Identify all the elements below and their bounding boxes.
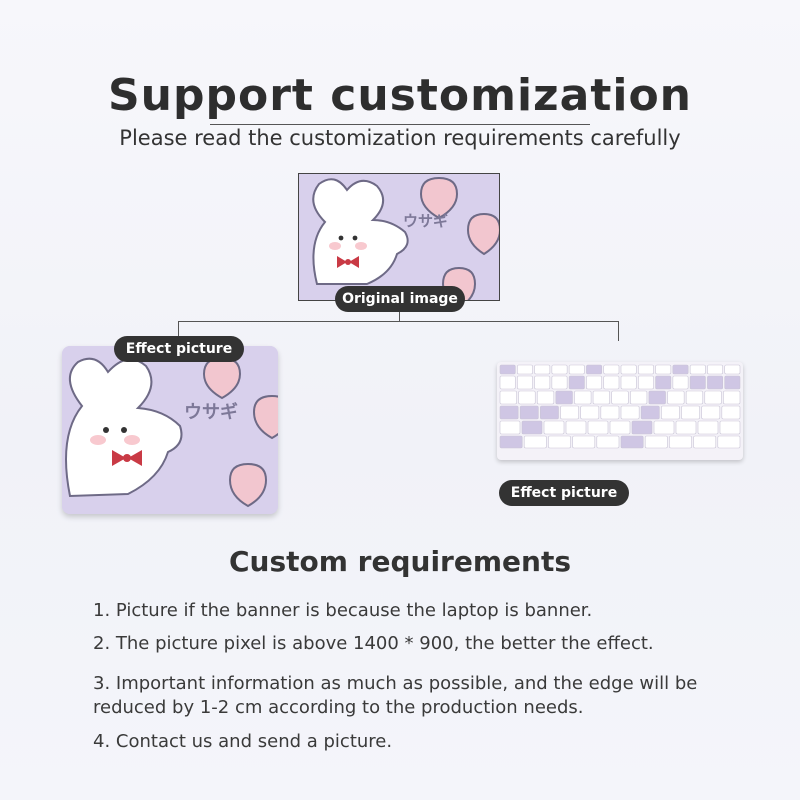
- keyboard-key: [701, 405, 721, 420]
- keyboard-key: [534, 364, 551, 375]
- requirements-title: Custom requirements: [228, 545, 571, 578]
- keyboard-key: [723, 390, 741, 405]
- keyboard-key: [592, 390, 610, 405]
- keyboard-key: [580, 405, 600, 420]
- keyboard-key: [574, 390, 592, 405]
- laptop-bunny-artwork: ウサギ: [62, 346, 278, 514]
- keyboard-key: [523, 435, 547, 449]
- requirement-item-2: 2. The picture pixel is above 1400 * 900…: [93, 633, 654, 654]
- keyboard-key: [540, 405, 559, 420]
- keyboard-key: [675, 420, 697, 435]
- connector-right: [618, 321, 619, 341]
- keyboard-key: [551, 375, 568, 390]
- keyboard-key: [637, 375, 654, 390]
- label-effect-keyboard: Effect picture: [499, 480, 629, 506]
- keyboard-key: [672, 364, 689, 375]
- requirement-item-1: 1. Picture if the banner is because the …: [93, 600, 593, 621]
- keyboard-key: [536, 390, 555, 405]
- keyboard-key: [620, 405, 640, 420]
- keyboard-key: [603, 375, 620, 390]
- keyboard-key: [568, 375, 585, 390]
- keyboard-key: [630, 390, 648, 405]
- keyboard-key: [518, 390, 536, 405]
- connector-stem: [399, 312, 400, 321]
- requirement-item-4: 4. Contact us and send a picture.: [93, 731, 393, 752]
- keyboard-key: [551, 364, 568, 375]
- keyboard-key: [689, 364, 706, 375]
- artwork-text: ウサギ: [403, 212, 448, 230]
- keyboard-key: [693, 435, 717, 449]
- keyboard-key: [648, 390, 666, 405]
- keyboard-key: [681, 405, 700, 420]
- keyboard-key: [499, 390, 517, 405]
- keyboard-key: [644, 435, 668, 449]
- keyboard-key: [631, 420, 653, 435]
- keyboard-key: [689, 375, 706, 390]
- keyboard-key: [672, 375, 689, 390]
- keyboard-key: [586, 364, 603, 375]
- keyboard-key: [565, 420, 587, 435]
- label-effect-laptop: Effect picture: [114, 336, 244, 362]
- keyboard-key: [655, 375, 672, 390]
- keyboard-key: [499, 405, 519, 420]
- keyboard-key: [543, 420, 565, 435]
- keyboard-key: [637, 364, 654, 375]
- keyboard-key: [653, 420, 675, 435]
- requirement-item-3: 3. Important information as much as poss…: [93, 673, 698, 718]
- keyboard-key: [724, 375, 741, 390]
- keyboard-key: [719, 420, 741, 435]
- keyboard-key: [609, 420, 631, 435]
- keyboard-key: [516, 364, 533, 375]
- page-subtitle: Please read the customization requiremen…: [119, 126, 681, 150]
- keyboard-key: [600, 405, 620, 420]
- keyboard-key: [587, 420, 609, 435]
- keyboard-key: [519, 405, 539, 420]
- keyboard-key: [499, 435, 523, 449]
- keyboard-key: [499, 364, 516, 375]
- keyboard-key: [717, 435, 741, 449]
- keyboard-key: [620, 375, 637, 390]
- title-divider: [210, 124, 590, 125]
- keyboard-key: [555, 390, 573, 405]
- keyboard-key: [586, 375, 603, 390]
- keyboard-key: [572, 435, 596, 449]
- keyboard-key: [707, 364, 724, 375]
- keyboard-key: [620, 435, 644, 449]
- keyboard-key: [516, 375, 533, 390]
- keyboard-key: [568, 364, 585, 375]
- keyboard-key: [596, 435, 620, 449]
- keyboard-key: [560, 405, 579, 420]
- keyboard-key: [640, 405, 660, 420]
- laptop-artwork-text: ウサギ: [184, 402, 238, 423]
- keyboard-key: [620, 364, 637, 375]
- laptop-effect-image: ウサギ: [62, 346, 278, 514]
- keyboard-key: [707, 375, 724, 390]
- page-title: Support customization: [107, 70, 693, 121]
- keyboard-key: [704, 390, 722, 405]
- label-original-image: Original image: [335, 286, 465, 312]
- keyboard-key: [697, 420, 719, 435]
- keyboard-keys: [499, 364, 741, 449]
- bunny-artwork: ウサギ: [299, 174, 499, 300]
- keyboard-key: [685, 390, 704, 405]
- connector-horizontal: [178, 321, 619, 322]
- keyboard-key: [548, 435, 571, 449]
- keyboard-key: [603, 364, 620, 375]
- keyboard-key: [611, 390, 629, 405]
- original-image: ウサギ: [298, 173, 500, 301]
- keyboard-key: [669, 435, 692, 449]
- connector-left: [178, 321, 179, 337]
- keyboard-key: [534, 375, 551, 390]
- keyboard-key: [724, 364, 741, 375]
- keyboard-key: [521, 420, 543, 435]
- keyboard-key: [655, 364, 672, 375]
- keyboard-key: [721, 405, 741, 420]
- keyboard-key: [499, 420, 521, 435]
- keyboard-key: [499, 375, 516, 390]
- keyboard-key: [661, 405, 680, 420]
- keyboard-key: [667, 390, 685, 405]
- keyboard-effect-image: [497, 362, 743, 460]
